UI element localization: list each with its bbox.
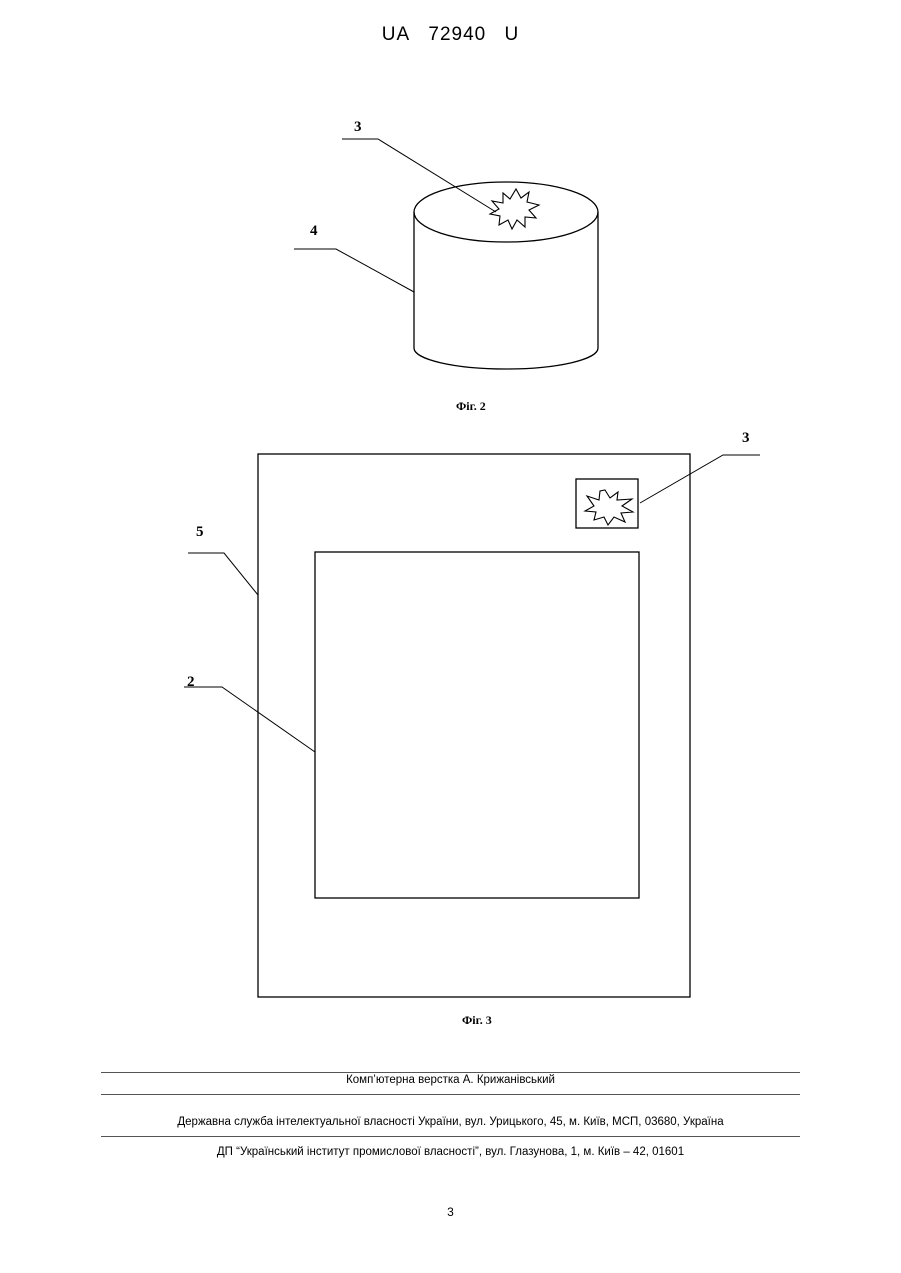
patent-drawings: 3 4 Фіг. 2 3 5 2 Фіг. 3 [0, 0, 901, 1040]
leader-4-fig2 [294, 249, 414, 292]
fig3-caption: Фіг. 3 [462, 1013, 492, 1027]
fig3-label-3: 3 [742, 430, 750, 446]
cylinder-body [414, 212, 598, 369]
footer-rule-bottom [101, 1136, 800, 1137]
leader-3-fig2 [342, 139, 496, 212]
cylinder-top [414, 182, 598, 242]
fig3-label-5: 5 [196, 524, 204, 540]
starburst-mark [490, 189, 539, 229]
fig2-caption: Фіг. 2 [456, 399, 486, 413]
fig3-label-2: 2 [187, 674, 195, 690]
label-box [576, 479, 638, 528]
outer-frame [258, 454, 690, 997]
leader-2-fig3 [184, 687, 315, 752]
footer-institute: ДП “Український інститут промислової вла… [0, 1146, 901, 1158]
fig2-label-3: 3 [354, 119, 362, 135]
leader-5-fig3 [188, 553, 258, 595]
footer-layout-credit: Комп’ютерна верстка А. Крижанівський [0, 1074, 901, 1086]
fig2-label-4: 4 [310, 223, 318, 239]
footer-agency: Державна служба інтелектуальної власност… [0, 1116, 901, 1128]
inner-panel [315, 552, 639, 898]
starburst-mark-fig3 [585, 490, 633, 525]
footer-rule-middle [101, 1094, 800, 1095]
figure-2 [294, 139, 598, 369]
page-number: 3 [0, 1205, 901, 1219]
figure-3 [184, 454, 760, 997]
footer-rule-top [101, 1072, 800, 1073]
leader-3-fig3 [640, 455, 760, 503]
